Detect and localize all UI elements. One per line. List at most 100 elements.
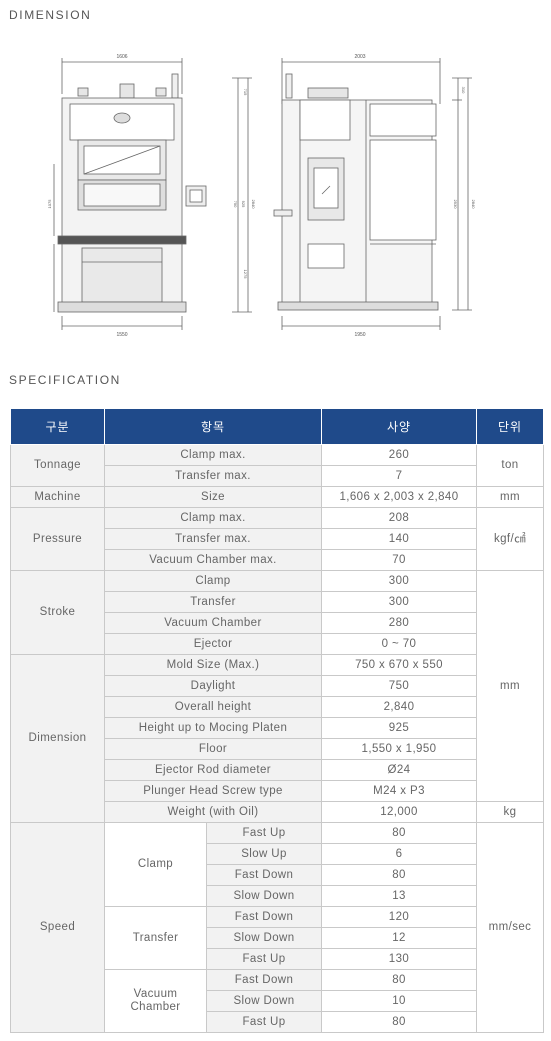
item-cell: Overall height (104, 696, 322, 718)
front-view-drawing: 1606 1550 715 750 2840 925 1275 1075 (48, 54, 256, 338)
item-cell: Ejector Rod diameter (104, 759, 322, 781)
item-cell: Clamp (104, 570, 322, 592)
item-cell: Transfer (104, 591, 322, 613)
item-cell: Vacuum Chamber max. (104, 549, 322, 571)
unit-kg: kg (476, 801, 544, 823)
value-cell: 12 (321, 927, 477, 949)
item-cell: Fast Up (206, 822, 322, 844)
value-cell: 130 (321, 948, 477, 970)
table-row: Machine Size 1,606 x 2,003 x 2,840 mm (10, 486, 544, 508)
value-cell: 80 (321, 969, 477, 991)
value-cell: 80 (321, 864, 477, 886)
table-row: Slow Down 10 (11, 990, 544, 1012)
unit-kgf: kgf/㎠ (476, 507, 544, 571)
table-row: Fast Up 130 (11, 948, 544, 970)
header-category: 구분 (10, 408, 105, 445)
item-cell: Clamp max. (104, 507, 322, 529)
value-cell: 260 (321, 444, 477, 466)
subcategory-clamp: Clamp (104, 822, 207, 907)
table-row: Pressure Clamp max. 208 kgf/㎠ (10, 507, 544, 571)
category-speed: Speed (10, 822, 105, 1033)
table-row: Slow Down 13 (11, 885, 544, 907)
item-cell: Slow Down (206, 990, 322, 1012)
dimension-title: DIMENSION (9, 8, 92, 22)
value-cell: 80 (321, 822, 477, 844)
front-top-width: 1606 (116, 54, 127, 60)
unit-mm-shared: mm (476, 570, 544, 802)
value-cell: 10 (321, 990, 477, 1012)
table-row: Overall height 2,840 (11, 696, 544, 718)
value-cell: 0 ~ 70 (321, 633, 477, 655)
item-cell: Weight (with Oil) (104, 801, 322, 823)
item-cell: Size (104, 486, 322, 508)
item-cell: Transfer max. (104, 528, 322, 550)
item-cell: Slow Down (206, 885, 322, 907)
value-cell: Ø24 (321, 759, 477, 781)
value-cell: 280 (321, 612, 477, 634)
table-row: Vacuum Chamber 280 (11, 612, 544, 634)
specification-table: 구분 항목 사양 단위 Tonnage Clamp max. 260 ton T… (10, 408, 544, 1033)
header-unit: 단위 (476, 408, 544, 445)
table-row: Transfer 300 (11, 591, 544, 613)
item-cell: Fast Down (206, 864, 322, 886)
table-row: Ejector Rod diameter Ø24 (11, 759, 544, 781)
table-row: Daylight 750 (11, 675, 544, 697)
item-cell: Fast Down (206, 906, 322, 928)
header-spec: 사양 (321, 408, 477, 445)
category-tonnage: Tonnage (10, 444, 105, 487)
value-cell: 300 (321, 591, 477, 613)
category-stroke: Stroke (10, 570, 105, 655)
item-cell: Fast Down (206, 969, 322, 991)
item-cell: Slow Down (206, 927, 322, 949)
value-cell: 12,000 (321, 801, 477, 823)
table-row: Dimension Mold Size (Max.) 750 x 670 x 5… (10, 654, 544, 823)
category-dimension: Dimension (10, 654, 105, 823)
value-cell: 925 (321, 717, 477, 739)
front-bottom-width: 1550 (116, 332, 127, 338)
value-cell: 6 (321, 843, 477, 865)
item-cell: Mold Size (Max.) (104, 654, 322, 676)
table-row: Weight (with Oil) 12,000 kg (11, 801, 544, 823)
table-row: Slow Down 12 (11, 927, 544, 949)
table-row: Fast Up 80 (11, 1011, 544, 1033)
item-cell: Clamp max. (104, 444, 322, 466)
side-mid-height: 2530 (453, 200, 458, 210)
front-top-height: 715 (243, 89, 248, 96)
front-mid-height-2: 925 (241, 201, 246, 208)
table-row: Speed Clamp Fast Up 80 mm/sec (10, 822, 544, 1033)
table-row: Ejector 0 ~ 70 (11, 633, 544, 655)
item-cell: Ejector (104, 633, 322, 655)
value-cell: 1,606 x 2,003 x 2,840 (321, 486, 477, 508)
specification-title: SPECIFICATION (9, 373, 121, 387)
category-pressure: Pressure (10, 507, 105, 571)
side-bottom-width: 1950 (354, 332, 365, 338)
table-row: Vacuum Chamber max. 70 (11, 549, 544, 571)
value-cell: 1,550 x 1,950 (321, 738, 477, 760)
table-row: Plunger Head Screw type M24 x P3 (11, 780, 544, 802)
item-cell: Floor (104, 738, 322, 760)
front-left-height: 1275 (243, 270, 248, 280)
value-cell: 750 (321, 675, 477, 697)
value-cell: 7 (321, 465, 477, 487)
value-cell: 208 (321, 507, 477, 529)
side-top-width: 2003 (354, 54, 365, 60)
item-cell: Daylight (104, 675, 322, 697)
front-total-height: 2840 (251, 200, 256, 210)
table-row: Stroke Clamp 300 mm (10, 570, 544, 802)
vacuum-label-line1: Vacuum (133, 988, 178, 1000)
item-cell: Fast Up (206, 1011, 322, 1033)
item-cell: Fast Up (206, 948, 322, 970)
side-total-height: 2840 (471, 200, 476, 210)
value-cell: 13 (321, 885, 477, 907)
value-cell: 120 (321, 906, 477, 928)
item-cell: Height up to Mocing Platen (104, 717, 322, 739)
table-row: Tonnage Clamp max. 260 ton (10, 444, 544, 487)
category-machine: Machine (10, 486, 105, 508)
value-cell: 750 x 670 x 550 (321, 654, 477, 676)
vacuum-label-line2: Chamber (130, 1001, 181, 1013)
item-cell: Plunger Head Screw type (104, 780, 322, 802)
value-cell: 300 (321, 570, 477, 592)
item-cell: Transfer max. (104, 465, 322, 487)
value-cell: 80 (321, 1011, 477, 1033)
table-row: Transfer max. 140 (11, 528, 544, 550)
